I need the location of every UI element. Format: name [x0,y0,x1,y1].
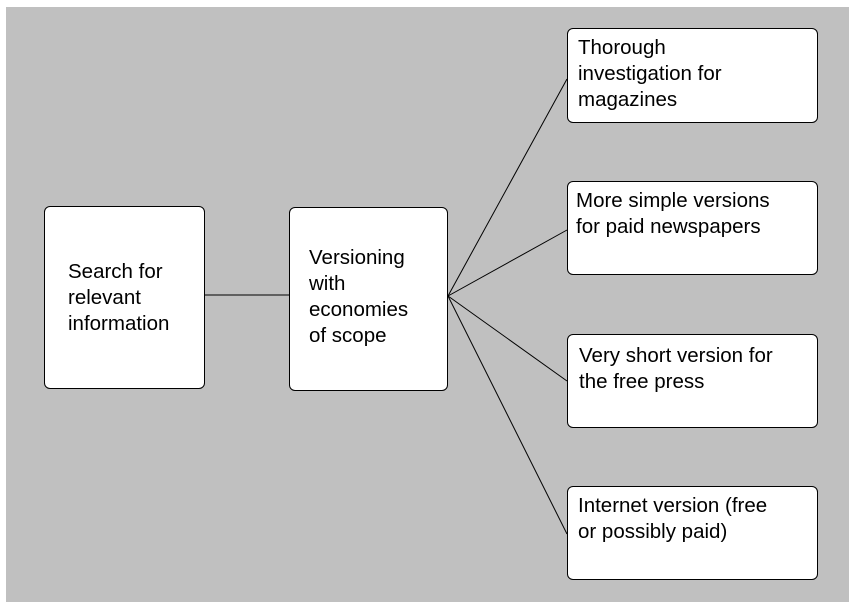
edge-versioning-magazines [447,78,568,297]
edge-versioning-paid-newspapers [447,229,568,297]
node-versioning-economies-of-scope: Versioning with economies of scope [289,207,448,391]
node-search-for-relevant-information: Search for relevant information [44,206,205,389]
edge-versioning-free-press [447,295,568,382]
node-simple-versions-paid-newspapers: More simple versions for paid newspapers [567,181,818,275]
node-internet-version: Internet version (free or possibly paid) [567,486,818,580]
edge-versioning-internet [447,295,568,535]
node-thorough-investigation-magazines: Thorough investigation for magazines [567,28,818,123]
node-short-version-free-press: Very short version for the free press [567,334,818,428]
